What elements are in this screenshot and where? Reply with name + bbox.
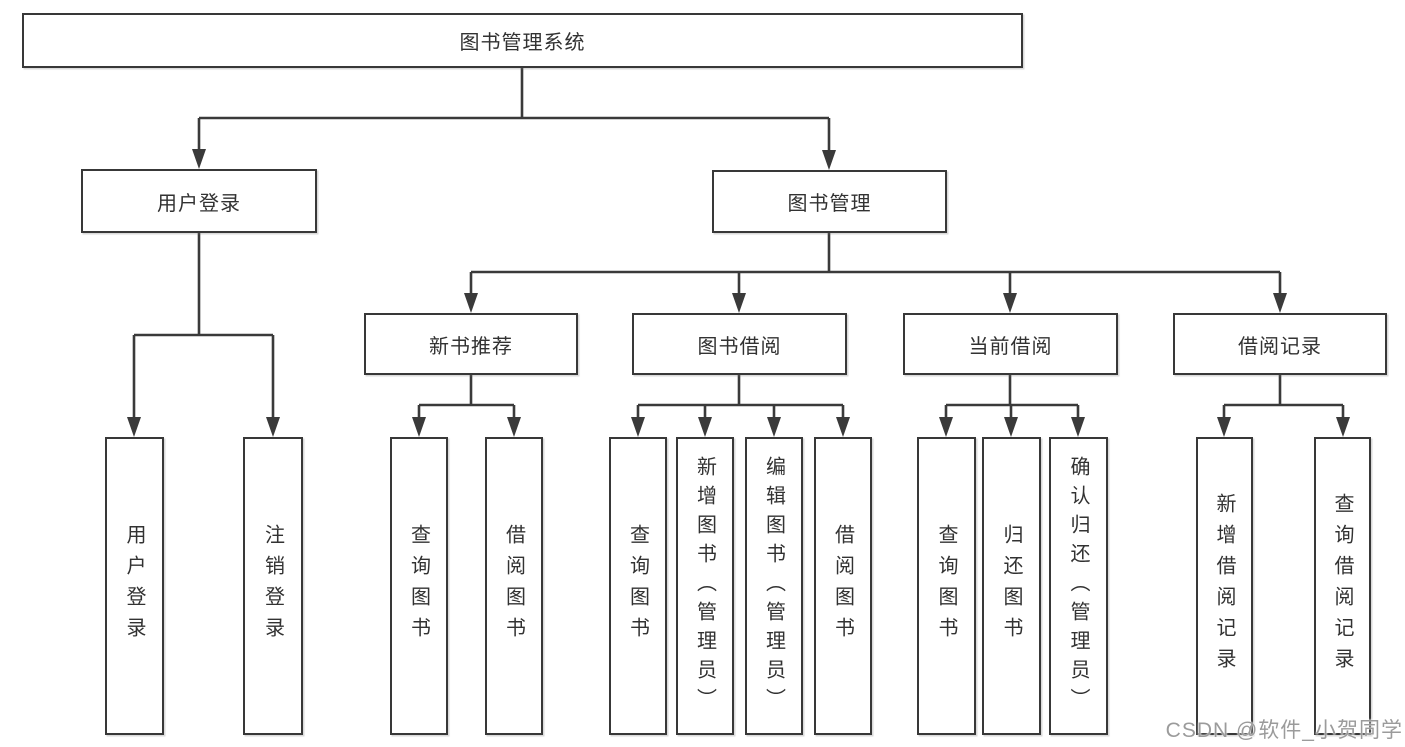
- node-label: 查询图书: [935, 524, 957, 648]
- leaf-query-books-recommend: 查询图书: [390, 437, 448, 735]
- leaf-edit-book-admin: 编辑图书（管理员）: [745, 437, 803, 735]
- node-label: 用户登录: [123, 524, 145, 648]
- leaf-user-login: 用户登录: [105, 437, 164, 735]
- node-label: 图书管理系统: [459, 32, 586, 54]
- node-label: 注销登录: [261, 524, 284, 648]
- leaf-query-books-current: 查询图书: [917, 437, 976, 735]
- leaf-add-book-admin: 新增图书（管理员）: [676, 437, 734, 735]
- node-label: 新增图书（管理员）: [693, 455, 716, 717]
- node-label: 借阅图书: [831, 524, 854, 648]
- node-label: 查询图书: [626, 524, 649, 648]
- node-user-login: 用户登录: [81, 169, 317, 233]
- node-book-management: 图书管理: [712, 170, 947, 233]
- node-current-borrowing: 当前借阅: [903, 313, 1118, 375]
- node-label: 图书借阅: [697, 335, 782, 358]
- node-label: 用户登录: [157, 192, 241, 215]
- leaf-logout: 注销登录: [243, 437, 303, 735]
- node-label: 查询借阅记录: [1331, 493, 1353, 679]
- node-label: 图书管理: [787, 193, 872, 215]
- node-root-system: 图书管理系统: [22, 13, 1023, 68]
- node-new-book-recommend: 新书推荐: [364, 313, 578, 375]
- node-label: 新增借阅记录: [1213, 493, 1235, 679]
- leaf-add-borrow-record: 新增借阅记录: [1196, 437, 1253, 735]
- leaf-borrow-books: 借阅图书: [814, 437, 872, 735]
- node-label: 归还图书: [1000, 524, 1022, 648]
- node-label: 编辑图书（管理员）: [762, 455, 785, 717]
- node-label: 新书推荐: [429, 335, 513, 358]
- node-label: 当前借阅: [968, 335, 1053, 358]
- leaf-query-books-borrowing: 查询图书: [609, 437, 667, 735]
- node-label: 借阅图书: [502, 524, 525, 648]
- leaf-borrow-books-recommend: 借阅图书: [485, 437, 543, 735]
- node-label: 确认归还（管理员）: [1067, 455, 1089, 717]
- leaf-confirm-return-admin: 确认归还（管理员）: [1049, 437, 1108, 735]
- leaf-query-borrow-record: 查询借阅记录: [1314, 437, 1371, 735]
- node-label: 查询图书: [407, 524, 430, 648]
- node-label: 借阅记录: [1238, 335, 1322, 358]
- arrowheads: [127, 149, 1350, 437]
- node-borrowing-records: 借阅记录: [1173, 313, 1387, 375]
- leaf-return-books: 归还图书: [982, 437, 1041, 735]
- node-book-borrowing: 图书借阅: [632, 313, 847, 375]
